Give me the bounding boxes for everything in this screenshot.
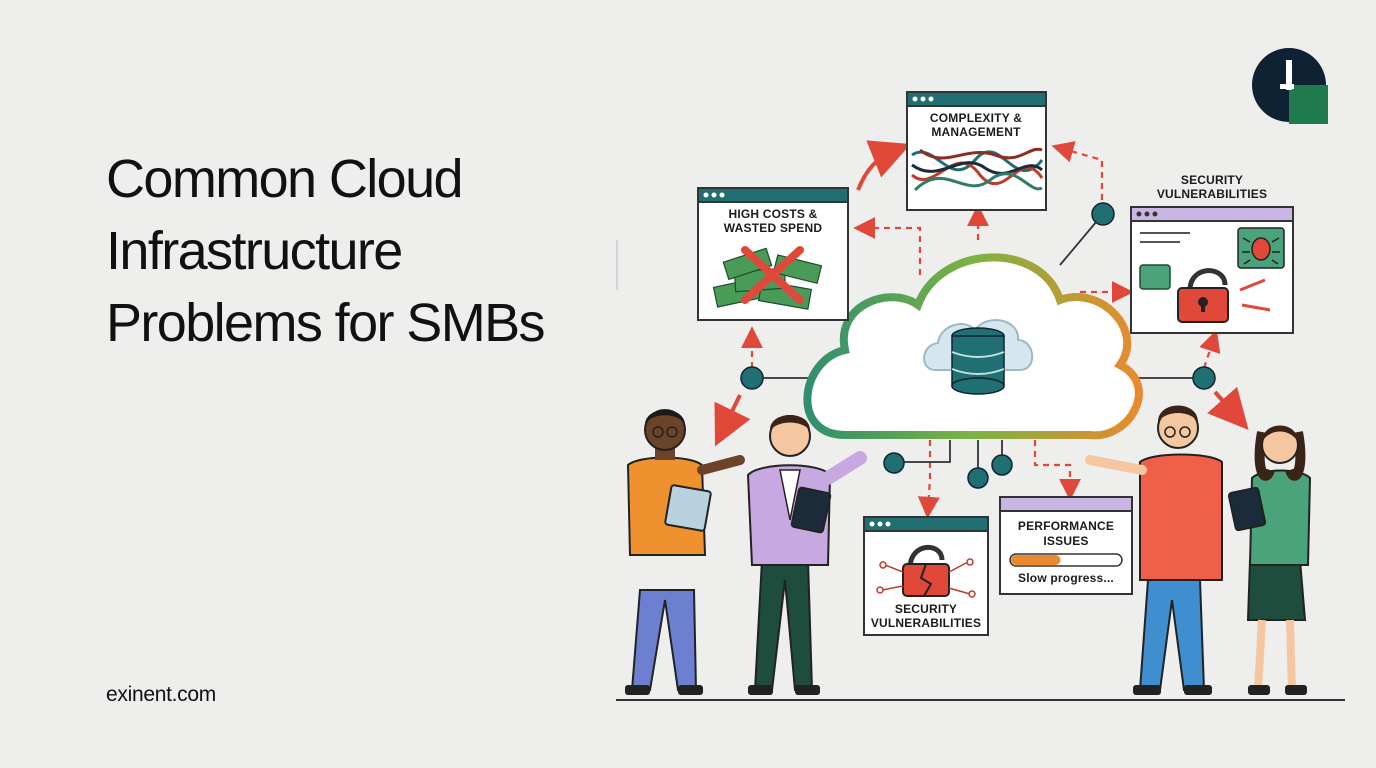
security-bottom-label-1: SECURITY bbox=[895, 602, 957, 616]
arrow-to-security-up bbox=[1199, 329, 1221, 369]
node-right bbox=[1192, 366, 1216, 390]
arrow-to-performance bbox=[1033, 440, 1081, 501]
title-line-1: Common Cloud bbox=[106, 149, 464, 209]
card-complexity: COMPLEXITY & MANAGEMENT bbox=[906, 91, 1047, 211]
title-line-2: Infrastructure bbox=[106, 221, 403, 281]
node-bottom-left bbox=[883, 452, 905, 474]
site-url[interactable]: exinent.com bbox=[106, 683, 216, 706]
card-high-costs: HIGH COSTS & WASTED SPEND bbox=[697, 187, 849, 321]
person-green bbox=[1227, 425, 1312, 695]
security-top-label-1: SECURITY bbox=[1181, 173, 1243, 187]
complexity-label-2: MANAGEMENT bbox=[931, 125, 1021, 139]
person-purple bbox=[746, 415, 867, 695]
arrow-curve-red bbox=[856, 140, 911, 191]
costs-label-1: HIGH COSTS & bbox=[728, 207, 817, 221]
person-orange bbox=[625, 409, 745, 695]
tangled-wires-icon bbox=[911, 147, 1044, 192]
node-top-right bbox=[1091, 202, 1115, 226]
arrow-to-costs bbox=[853, 217, 922, 275]
card-performance: PERFORMANCE ISSUES Slow progress... bbox=[999, 496, 1133, 595]
tablet-icon bbox=[664, 484, 712, 532]
node-left bbox=[740, 366, 764, 390]
title-line-3: Problems for SMBs bbox=[106, 293, 546, 353]
chat-icon bbox=[1139, 264, 1171, 290]
security-top-label-2: VULNERABILITIES bbox=[1157, 187, 1267, 201]
person-red bbox=[1085, 405, 1223, 695]
card-security-bottom: SECURITY VULNERABILITIES bbox=[863, 516, 989, 636]
progress-text: Slow progress... bbox=[1018, 571, 1114, 585]
tablet-dark-icon bbox=[790, 486, 832, 534]
progress-fill bbox=[1011, 555, 1061, 565]
node-bottom-right bbox=[991, 454, 1013, 476]
red-x-icon bbox=[741, 246, 804, 304]
arrow-to-security-bottom bbox=[917, 440, 940, 519]
costs-label-2: WASTED SPEND bbox=[724, 221, 823, 235]
performance-label-2: ISSUES bbox=[1043, 534, 1088, 548]
performance-label-1: PERFORMANCE bbox=[1018, 519, 1114, 533]
bug-icon bbox=[1251, 237, 1271, 261]
complexity-label-1: COMPLEXITY & bbox=[930, 111, 1022, 125]
security-bottom-label-2: VULNERABILITIES bbox=[871, 616, 981, 630]
database-icon bbox=[951, 327, 1005, 395]
exinent-logo-icon bbox=[1252, 48, 1328, 124]
node-bottom-mid bbox=[967, 467, 989, 489]
card-security-top: SECURITY VULNERABILITIES bbox=[1130, 173, 1294, 334]
page-title: Common Cloud Infrastructure Problems for… bbox=[106, 143, 626, 359]
arrow-from-complexity bbox=[1051, 141, 1104, 200]
